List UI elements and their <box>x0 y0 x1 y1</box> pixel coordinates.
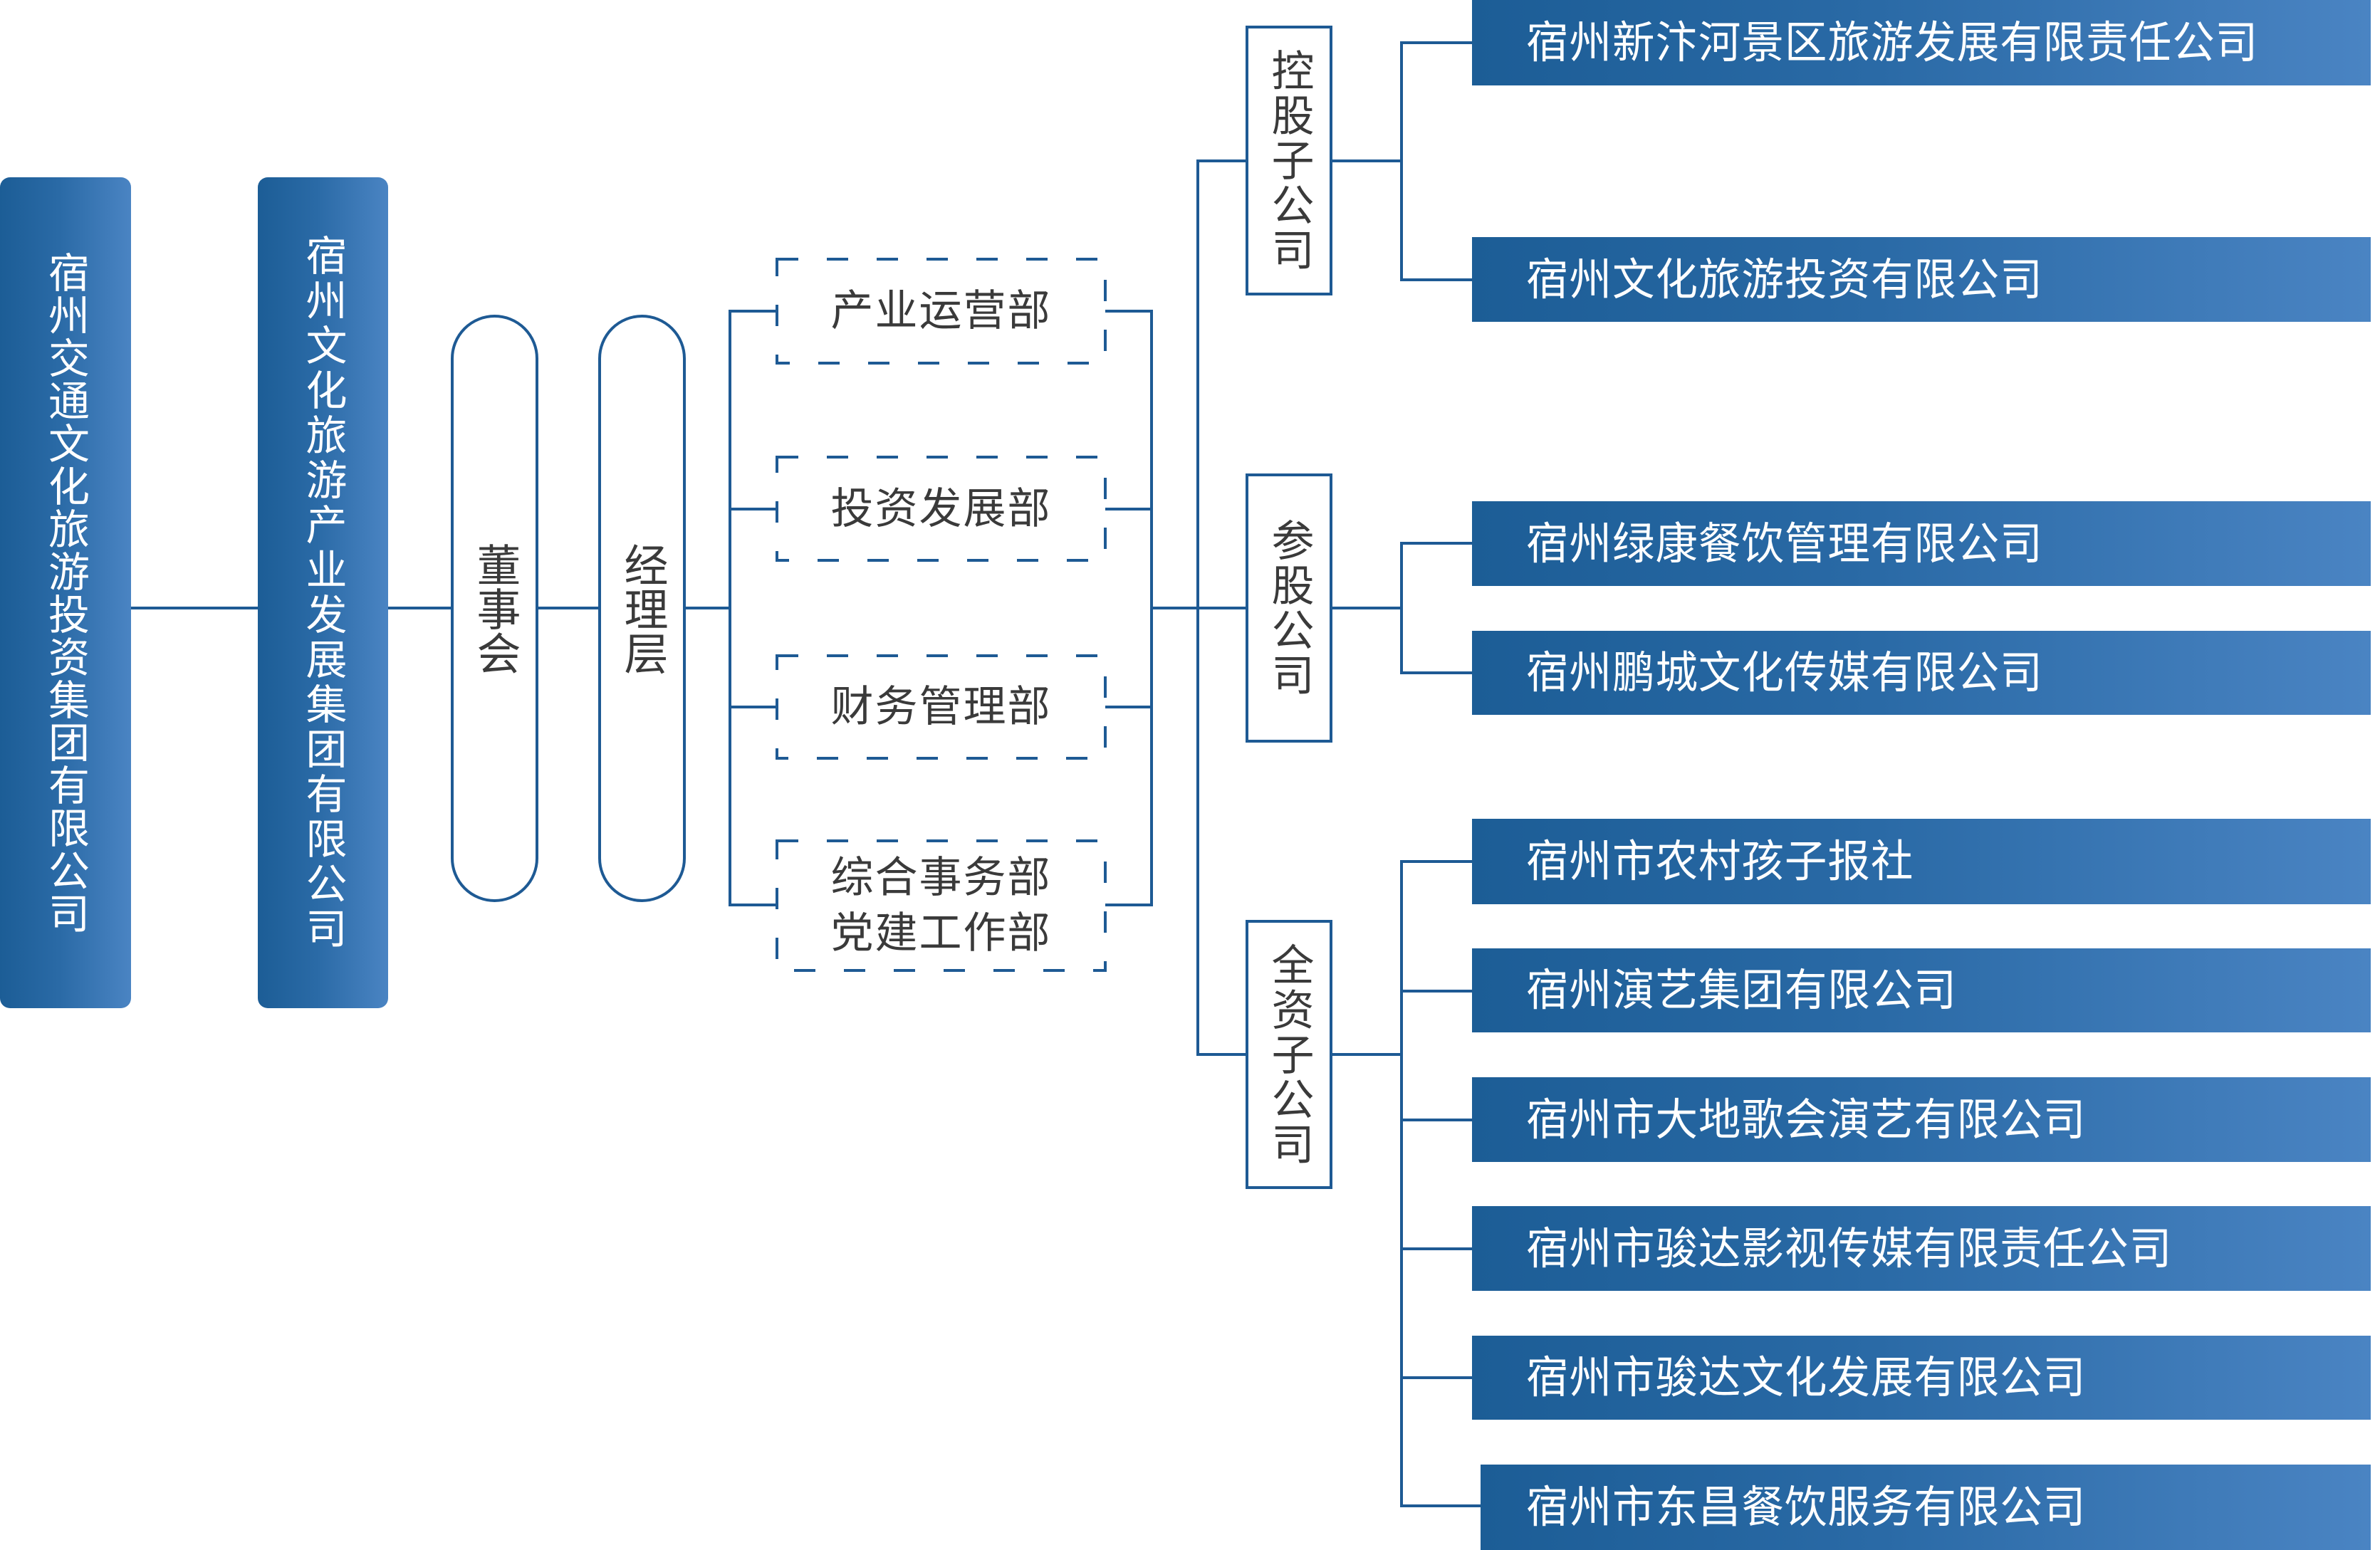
company-box: 宿州文化旅游投资有限公司 <box>1472 237 2371 322</box>
company-box: 宿州市农村孩子报社 <box>1472 819 2371 904</box>
wholly-branch-2 <box>1400 990 1473 993</box>
management-label: 经理层 <box>616 542 669 675</box>
holding-branch-1 <box>1400 41 1473 44</box>
board-label: 董事会 <box>469 542 521 675</box>
category-branch-wholly-owned <box>1196 1053 1247 1056</box>
dept-right-branch-2 <box>1105 508 1153 510</box>
category-label: 控股子公司 <box>1264 48 1314 273</box>
company-box: 宿州市骏达影视传媒有限责任公司 <box>1472 1206 2371 1291</box>
management-layer: 经理层 <box>598 315 686 902</box>
subsidiary-group-box: 宿州文化旅游产业发展集团有限公司 <box>258 177 388 1008</box>
company-box: 宿州新汴河景区旅游发展有限责任公司 <box>1472 0 2371 85</box>
department-label: 综合事务部 党建工作部 <box>830 853 1052 958</box>
equity-to-bus <box>1331 607 1403 609</box>
department-box: 投资发展部 <box>776 456 1107 562</box>
dashed-border <box>776 456 1107 562</box>
category-branch-holding <box>1196 159 1247 162</box>
parent-group-label: 宿州交通文化旅游投资集团有限公司 <box>41 251 90 935</box>
company-box: 宿州市东昌餐饮服务有限公司 <box>1481 1465 2371 1550</box>
connector-parent1-parent2 <box>131 607 258 609</box>
holding-branch-2 <box>1400 278 1473 281</box>
company-label: 宿州文化旅游投资有限公司 <box>1526 253 2043 305</box>
department-box: 综合事务部 党建工作部 <box>776 839 1107 972</box>
holding-to-bus <box>1331 159 1403 162</box>
equity-branch-1 <box>1400 542 1473 545</box>
company-label: 宿州鹏城文化传媒有限公司 <box>1526 646 2043 698</box>
subsidiary-group-label: 宿州文化旅游产业发展集团有限公司 <box>298 234 348 952</box>
company-box: 宿州鹏城文化传媒有限公司 <box>1472 631 2371 715</box>
dashed-border <box>776 654 1107 760</box>
board-of-directors: 董事会 <box>451 315 538 902</box>
category-equity-participation: 参股公司 <box>1246 473 1332 743</box>
company-label: 宿州市骏达文化发展有限公司 <box>1526 1351 2087 1403</box>
wholly-to-bus <box>1331 1053 1403 1056</box>
company-box: 宿州市骏达文化发展有限公司 <box>1472 1336 2371 1420</box>
wholly-branch-3 <box>1400 1119 1473 1121</box>
wholly-branch-5 <box>1400 1376 1473 1379</box>
dept-right-branch-3 <box>1105 706 1153 708</box>
wholly-company-bus <box>1400 860 1403 1507</box>
wholly-branch-4 <box>1400 1247 1473 1250</box>
company-label: 宿州演艺集团有限公司 <box>1526 964 1957 1016</box>
company-label: 宿州市农村孩子报社 <box>1526 835 1914 887</box>
department-box: 财务管理部 <box>776 654 1107 760</box>
equity-branch-2 <box>1400 671 1473 674</box>
company-label: 宿州绿康餐饮管理有限公司 <box>1526 517 2043 570</box>
dept-left-branch-2 <box>729 508 777 510</box>
dept-left-branch-1 <box>729 310 777 313</box>
dashed-border <box>776 839 1107 972</box>
dept-left-branch-4 <box>729 904 777 906</box>
wholly-branch-6 <box>1400 1504 1481 1507</box>
company-box: 宿州绿康餐饮管理有限公司 <box>1472 501 2371 586</box>
category-bus <box>1196 159 1199 1056</box>
holding-company-bus <box>1400 41 1403 281</box>
department-label: 财务管理部 <box>830 682 1052 732</box>
equity-company-bus <box>1400 542 1403 674</box>
dept-right-branch-4 <box>1105 904 1153 906</box>
connector-board-management <box>537 607 600 609</box>
dept-right-branch-1 <box>1105 310 1153 313</box>
company-label: 宿州新汴河景区旅游发展有限责任公司 <box>1526 16 2259 68</box>
wholly-branch-1 <box>1400 860 1473 863</box>
dept-left-bus <box>729 310 731 906</box>
category-holding-subsidiaries: 控股子公司 <box>1246 26 1332 295</box>
category-wholly-owned-subsidiaries: 全资子公司 <box>1246 920 1332 1189</box>
parent-group-box: 宿州交通文化旅游投资集团有限公司 <box>0 177 131 1008</box>
category-label: 参股公司 <box>1264 518 1314 698</box>
connector-parent2-board <box>388 607 452 609</box>
dept-left-branch-3 <box>729 706 777 708</box>
company-box: 宿州市大地歌会演艺有限公司 <box>1472 1077 2371 1162</box>
department-label: 产业运营部 <box>830 286 1052 336</box>
company-label: 宿州市大地歌会演艺有限公司 <box>1526 1093 2087 1146</box>
company-label: 宿州市东昌餐饮服务有限公司 <box>1526 1481 2087 1533</box>
connector-management-bus <box>684 607 731 609</box>
company-label: 宿州市骏达影视传媒有限责任公司 <box>1526 1222 2173 1274</box>
department-box: 产业运营部 <box>776 258 1107 365</box>
company-box: 宿州演艺集团有限公司 <box>1472 948 2371 1032</box>
dashed-border <box>776 258 1107 365</box>
category-label: 全资子公司 <box>1264 942 1314 1167</box>
department-label: 投资发展部 <box>830 483 1052 534</box>
